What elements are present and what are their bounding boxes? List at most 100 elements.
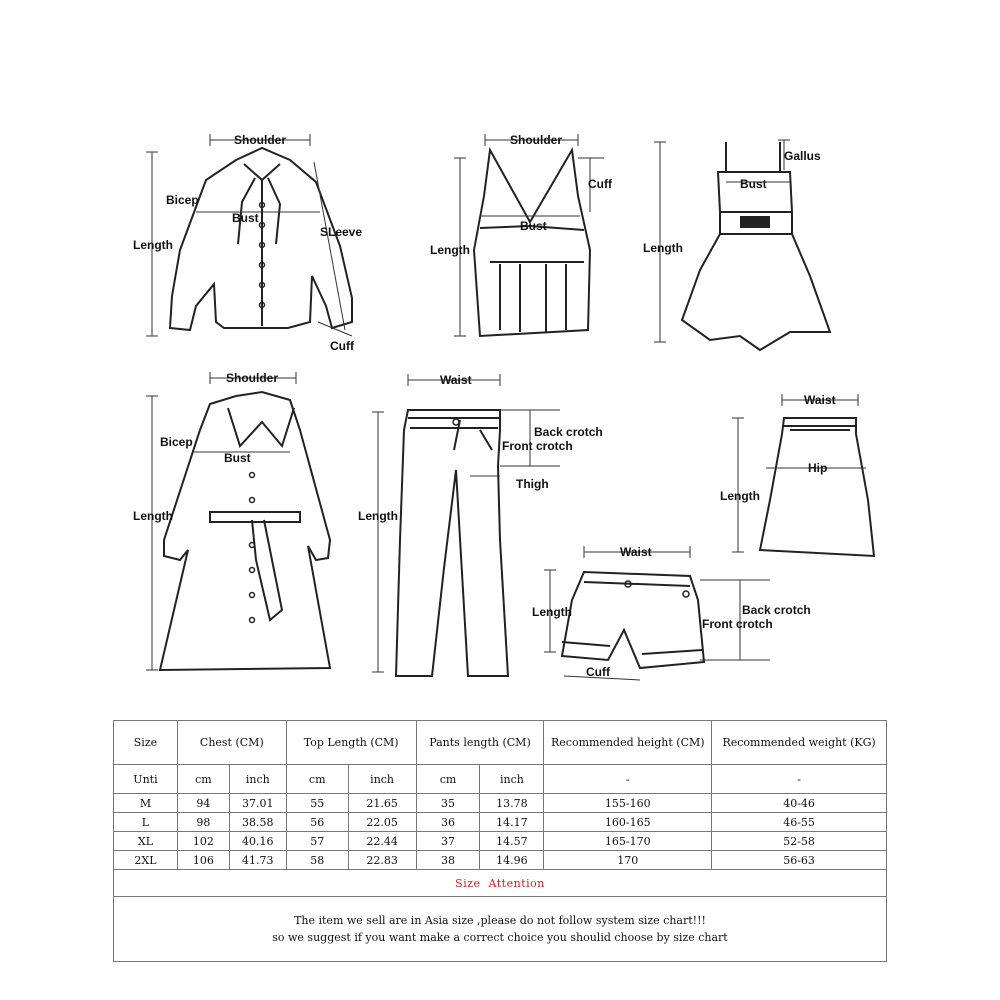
pants-front-crotch-label: Front crotch: [502, 439, 573, 453]
table-cell: M: [113, 793, 178, 813]
table-cell: 21.65: [347, 793, 417, 813]
table-row: M 94 37.01 55 21.65 35 13.78 155-160 40-…: [113, 793, 887, 813]
unit-cell: inch: [347, 764, 417, 794]
table-cell: 14.57: [479, 831, 545, 851]
size-notice-line-2: so we suggest if you want make a correct…: [272, 931, 728, 944]
table-cell: 35: [415, 793, 481, 813]
unit-cell: inch: [228, 764, 287, 794]
table-cell: 2XL: [113, 850, 178, 870]
header-recommended-height: Recommended height (CM): [543, 720, 713, 765]
table-cell: 40.16: [228, 831, 287, 851]
pants-diagram: Waist Back crotch Front crotch Thigh Len…: [358, 373, 603, 677]
header-chest: Chest (CM): [176, 720, 287, 765]
table-cell: 37.01: [228, 793, 287, 813]
table-cell: 38.58: [228, 812, 287, 832]
size-attention-title: Size Attention: [113, 869, 887, 897]
unit-cell: cm: [415, 764, 481, 794]
shorts-back-crotch-label: Back crotch: [742, 603, 811, 617]
shorts-cuff-label: Cuff: [586, 665, 611, 679]
vest-cuff-label: Cuff: [588, 177, 613, 191]
dress-length-label: Length: [643, 241, 683, 255]
table-cell: 14.17: [479, 812, 545, 832]
table-cell: 56: [285, 812, 349, 832]
vest-diagram: Shoulder Cuff Bust Length: [430, 133, 613, 338]
skirt-length-label: Length: [720, 489, 760, 503]
table-cell: 57: [285, 831, 349, 851]
coat-length-label: Length: [133, 509, 173, 523]
header-top-length: Top Length (CM): [285, 720, 417, 765]
unit-cell: inch: [479, 764, 545, 794]
shorts-length-label: Length: [532, 605, 572, 619]
unit-cell: Unti: [113, 764, 178, 794]
shirt-shoulder-label: Shoulder: [234, 133, 286, 147]
pants-waist-label: Waist: [440, 373, 472, 387]
table-cell: 22.05: [347, 812, 417, 832]
shirt-bust-label: Bust: [232, 211, 259, 225]
pants-length-label: Length: [358, 509, 398, 523]
unit-cell: -: [543, 764, 713, 794]
table-cell: 170: [543, 850, 713, 870]
shorts-waist-label: Waist: [620, 545, 652, 559]
shirt-length-label: Length: [133, 238, 173, 252]
skirt-diagram: Waist Hip Length: [720, 393, 876, 558]
dress-diagram: Gallus Bust Length: [643, 139, 832, 352]
table-cell: 22.44: [347, 831, 417, 851]
shirt-sleeve-label: SLeeve: [320, 225, 362, 239]
table-cell: 38: [415, 850, 481, 870]
shirt-cuff-label: Cuff: [330, 339, 355, 353]
table-cell: 56-63: [711, 850, 887, 870]
vest-shoulder-label: Shoulder: [510, 133, 562, 147]
size-chart-table: Size Chest (CM) Top Length (CM) Pants le…: [113, 720, 887, 962]
table-cell: 98: [176, 812, 230, 832]
coat-bicep-label: Bicep: [160, 435, 193, 449]
table-unit-row: Unti cm inch cm inch cm inch - -: [113, 764, 887, 794]
shirt-bicep-label: Bicep: [166, 193, 199, 207]
pants-thigh-label: Thigh: [516, 477, 549, 491]
table-cell: 94: [176, 793, 230, 813]
header-pants-length: Pants length (CM): [415, 720, 545, 765]
table-cell: L: [113, 812, 178, 832]
shirt-diagram: Shoulder Bicep Bust Length SLeeve Cuff: [133, 133, 362, 353]
table-cell: 160-165: [543, 812, 713, 832]
vest-bust-label: Bust: [520, 219, 547, 233]
table-cell: 155-160: [543, 793, 713, 813]
table-cell: 165-170: [543, 831, 713, 851]
table-cell: 14.96: [479, 850, 545, 870]
table-row: 2XL 106 41.73 58 22.83 38 14.96 170 56-6…: [113, 850, 887, 870]
table-cell: 106: [176, 850, 230, 870]
coat-bust-label: Bust: [224, 451, 251, 465]
table-cell: 55: [285, 793, 349, 813]
table-cell: 36: [415, 812, 481, 832]
header-recommended-weight: Recommended weight (KG): [711, 720, 887, 765]
garment-measurement-diagrams: Shoulder Bicep Bust Length SLeeve Cuff S…: [133, 133, 876, 681]
header-size: Size: [113, 720, 178, 765]
table-cell: 22.83: [347, 850, 417, 870]
table-cell: 58: [285, 850, 349, 870]
coat-diagram: Shoulder Bicep Bust Length: [133, 371, 332, 672]
shorts-front-crotch-label: Front crotch: [702, 617, 773, 631]
table-row: L 98 38.58 56 22.05 36 14.17 160-165 46-…: [113, 812, 887, 832]
pants-back-crotch-label: Back crotch: [534, 425, 603, 439]
size-attention-row: Size Attention: [113, 869, 887, 897]
table-header-row: Size Chest (CM) Top Length (CM) Pants le…: [113, 720, 887, 765]
table-cell: 40-46: [711, 793, 887, 813]
table-cell: 37: [415, 831, 481, 851]
coat-shoulder-label: Shoulder: [226, 371, 278, 385]
unit-cell: -: [711, 764, 887, 794]
unit-cell: cm: [285, 764, 349, 794]
dress-gallus-label: Gallus: [784, 149, 821, 163]
size-notice-row: The item we sell are in Asia size ,pleas…: [113, 896, 887, 962]
table-cell: XL: [113, 831, 178, 851]
skirt-waist-label: Waist: [804, 393, 836, 407]
table-cell: 41.73: [228, 850, 287, 870]
dress-bust-label: Bust: [740, 177, 767, 191]
table-row: XL 102 40.16 57 22.44 37 14.57 165-170 5…: [113, 831, 887, 851]
unit-cell: cm: [176, 764, 230, 794]
skirt-hip-label: Hip: [808, 461, 827, 475]
table-cell: 52-58: [711, 831, 887, 851]
size-notice-line-1: The item we sell are in Asia size ,pleas…: [294, 914, 706, 927]
table-cell: 102: [176, 831, 230, 851]
vest-length-label: Length: [430, 243, 470, 257]
shorts-diagram: Waist Length Back crotch Front crotch Cu…: [532, 545, 811, 681]
table-cell: 13.78: [479, 793, 545, 813]
